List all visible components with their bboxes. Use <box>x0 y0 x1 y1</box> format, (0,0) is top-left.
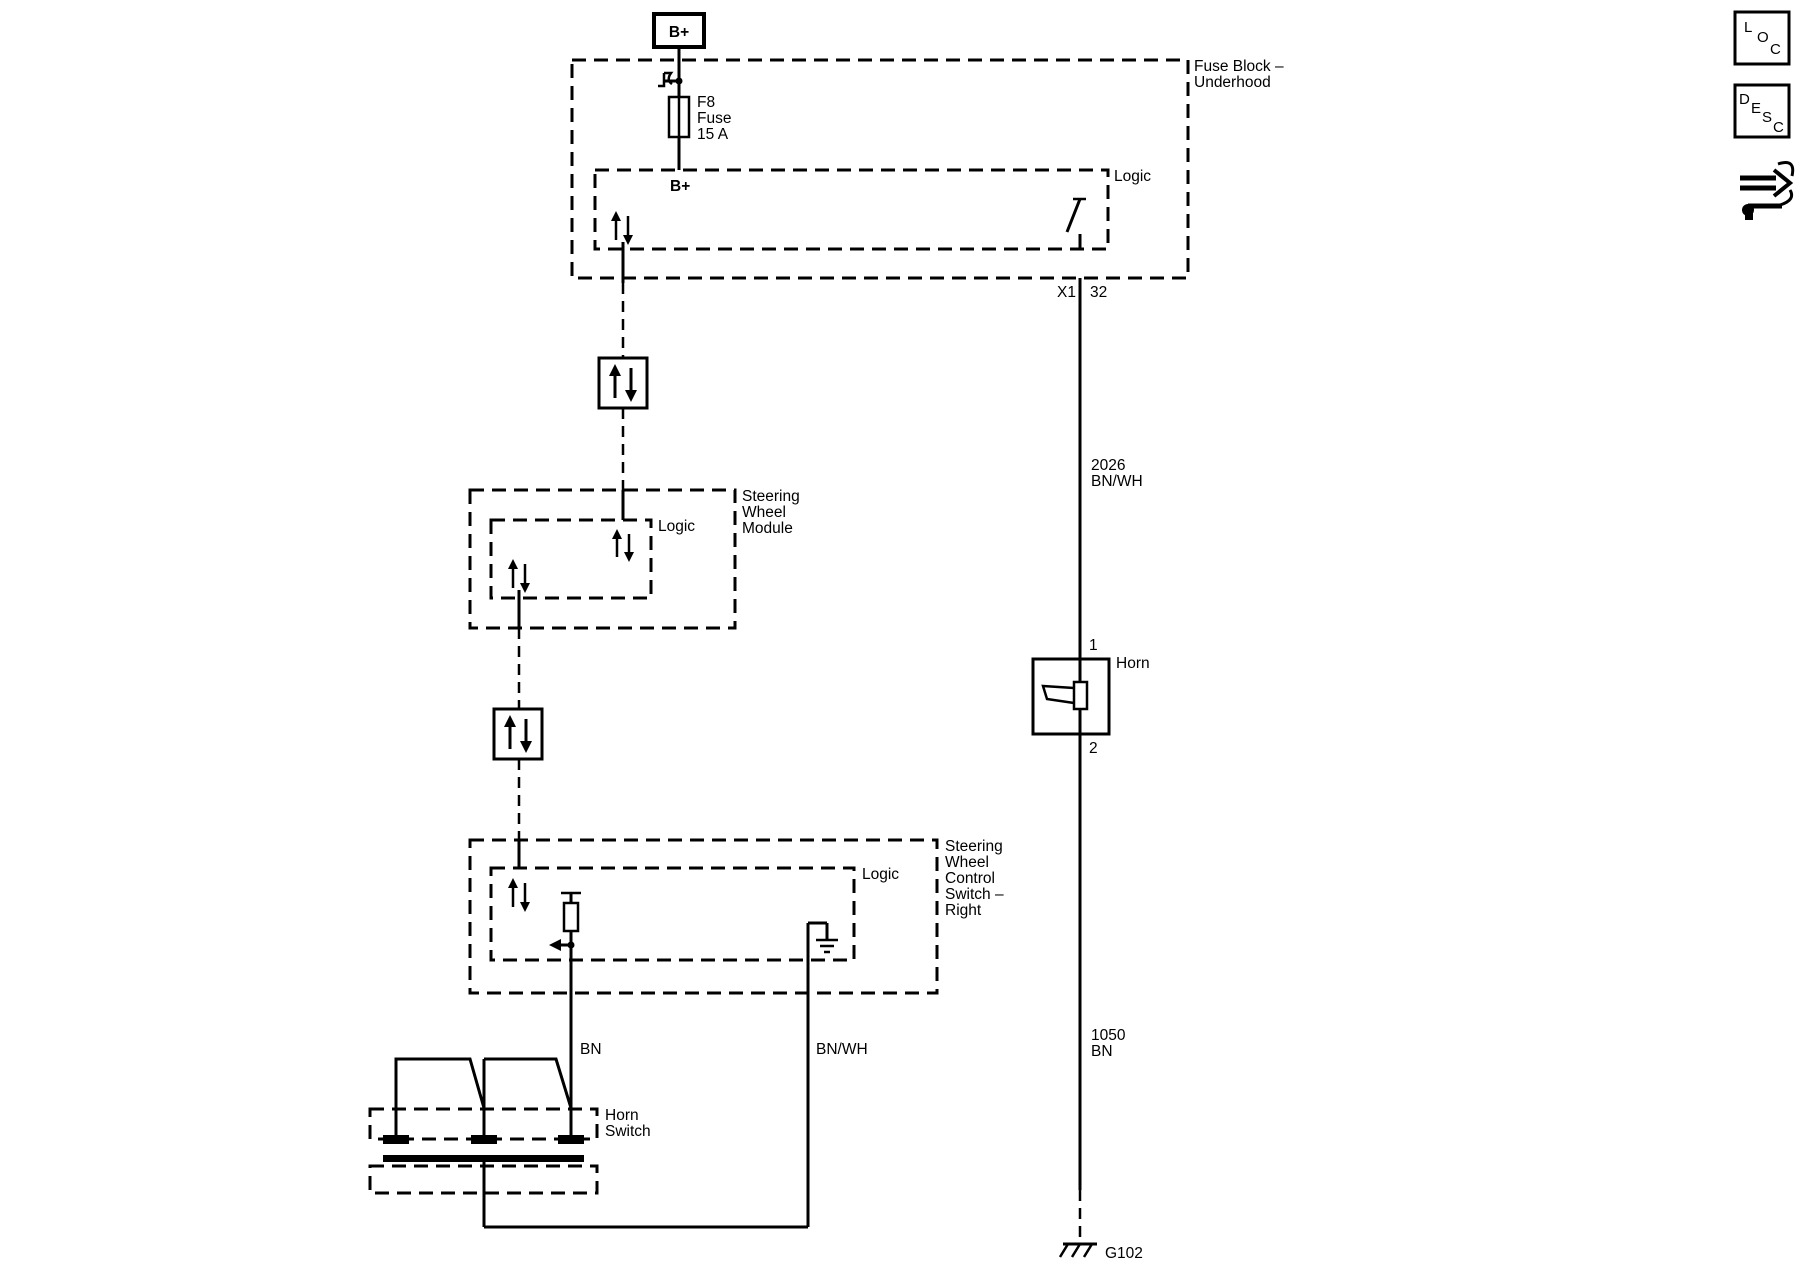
horn-relay-switch <box>1065 197 1086 249</box>
swm-title-line2: Wheel <box>742 504 786 521</box>
swcs-serial-arrows <box>508 878 530 912</box>
fuse-block-title-line2: Underhood <box>1194 74 1271 91</box>
switch-ground-wire-color-label: BN/WH <box>816 1041 868 1058</box>
horn-ground-circuit-label: 1050 <box>1091 1027 1126 1044</box>
loc-icon[interactable]: L O C <box>1733 10 1791 66</box>
loc-icon-letter-c: C <box>1770 41 1781 58</box>
connector-tools-icon[interactable] <box>1740 161 1795 221</box>
swcs-logic-box <box>489 866 856 962</box>
swm-serial-arrows-lower <box>508 559 530 598</box>
steering-wheel-control-switch-right: Steering Wheel Control Switch – Right Lo… <box>468 838 1004 995</box>
fuse-block-logic-label: Logic <box>1114 168 1151 185</box>
ground-label: G102 <box>1105 1245 1143 1262</box>
swm-title-line3: Module <box>742 520 793 537</box>
serial-data-symbol-upper <box>597 356 649 410</box>
serial-data-symbol-lower <box>492 707 544 761</box>
horn-title-label: Horn <box>1116 655 1150 672</box>
loc-icon-letter-o: O <box>1757 29 1769 46</box>
fuse-rating-label: 15 A <box>697 126 729 143</box>
horn-pin2-label: 2 <box>1089 740 1098 757</box>
steering-wheel-module: Steering Wheel Module Logic <box>468 488 800 630</box>
fuse-bus-connection <box>658 71 683 97</box>
switch-signal-wire-color-label: BN <box>580 1041 602 1058</box>
swm-logic-box <box>489 518 653 600</box>
swcs-logic-label: Logic <box>862 866 899 883</box>
horn-switch-title-line1: Horn <box>605 1107 639 1124</box>
battery-positive-source: B+ <box>652 12 706 73</box>
battery-positive-label: B+ <box>669 24 689 41</box>
fuse-f8: F8 Fuse 15 A <box>667 94 731 170</box>
swcs-title-line3: Control <box>945 870 995 887</box>
fuse-block-underhood: Fuse Block – Underhood F8 Fuse 15 A Logi… <box>570 58 1284 301</box>
horn-feed-color-label: BN/WH <box>1091 473 1143 490</box>
swm-title-line1: Steering <box>742 488 800 505</box>
horn-switch: Horn Switch <box>368 1057 651 1195</box>
fuse-type-label: Fuse <box>697 110 731 127</box>
fuse-block-title-line1: Fuse Block – <box>1194 58 1284 75</box>
fuse-block-logic-box <box>593 168 1110 251</box>
fuse-name-label: F8 <box>697 94 715 111</box>
desc-icon[interactable]: D E S C <box>1733 83 1791 139</box>
desc-icon-letter-d: D <box>1739 91 1750 108</box>
swcs-title-line2: Wheel <box>945 854 989 871</box>
desc-icon-letter-e: E <box>1751 100 1761 117</box>
fuse-block-serial-data-arrows <box>611 211 633 249</box>
loc-icon-letter-l: L <box>1744 19 1752 36</box>
fuse-block-pin-label: 32 <box>1090 284 1107 301</box>
fuse-block-bplus-label: B+ <box>670 178 690 195</box>
fuse-block-connector-label: X1 <box>1057 284 1076 301</box>
horn-component: Horn 1 2 <box>1031 637 1150 757</box>
horn-feed-circuit-label: 2026 <box>1091 457 1125 474</box>
swm-serial-arrows-upper <box>612 529 634 562</box>
swcs-title-line4: Switch – <box>945 886 1004 903</box>
desc-icon-letter-c: C <box>1773 119 1784 136</box>
ground-g102-symbol: G102 <box>1058 1242 1143 1262</box>
horn-switch-title-line2: Switch <box>605 1123 651 1140</box>
swcs-title-line5: Right <box>945 902 982 919</box>
swcs-pullup-resistor <box>549 891 581 951</box>
horn-ground-color-label: BN <box>1091 1043 1113 1060</box>
swcs-signal-ground <box>808 921 838 954</box>
swcs-title-line1: Steering <box>945 838 1003 855</box>
horn-pin1-label: 1 <box>1089 637 1098 654</box>
desc-icon-letter-s: S <box>1762 109 1772 126</box>
swm-logic-label: Logic <box>658 518 695 535</box>
